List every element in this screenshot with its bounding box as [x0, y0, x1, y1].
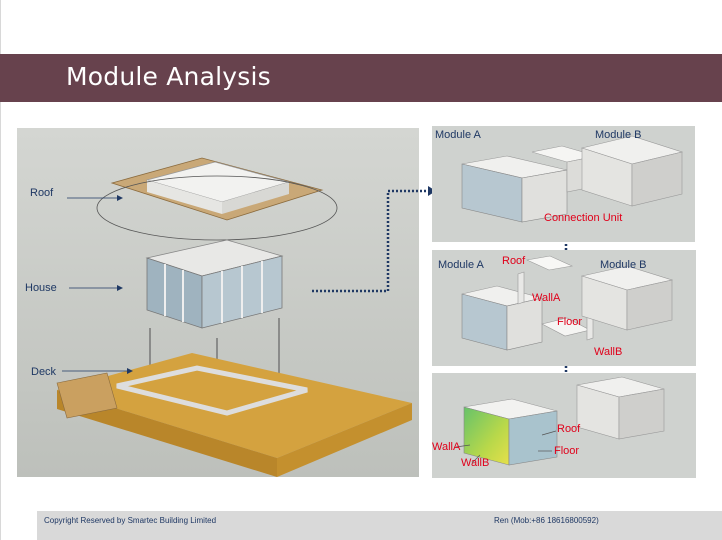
roof-component — [96, 157, 338, 241]
footer: Copyright Reserved by Smartec Building L… — [37, 511, 722, 540]
panel-connection-parts: Module A Module B Roof WallA Floor WallB — [432, 250, 696, 366]
exploded-house-diagram: Roof House Deck — [17, 128, 419, 477]
panel-c-floor-label: Floor — [554, 445, 580, 457]
panel-b-module-b-label: Module B — [600, 259, 647, 271]
panel-a-illustration — [461, 135, 684, 223]
panel-b-wall-a-label: WallA — [532, 292, 561, 304]
panel-a-module-b-label: Module B — [595, 129, 642, 141]
footer-copyright: Copyright Reserved by Smartec Building L… — [44, 516, 217, 525]
panel-c-wall-a-label: WallA — [432, 441, 461, 453]
slide-title: Module Analysis — [66, 62, 271, 91]
panel-b-wall-b-label: WallB — [594, 346, 623, 358]
panel-modules-connection: Module A Module B Connection Unit — [432, 126, 695, 242]
panel-b-illustration — [461, 255, 674, 351]
panel-b-roof-label: Roof — [502, 255, 526, 267]
roof-label: Roof — [30, 187, 54, 199]
exploded-house-illustration — [17, 128, 419, 477]
panel-a-module-a-label: Module A — [435, 129, 481, 141]
house-label: House — [25, 282, 57, 294]
panel-c-illustration — [455, 376, 665, 466]
panel-c-roof-label: Roof — [557, 423, 581, 435]
footer-contact: Ren (Mob:+86 18616800592) — [494, 516, 599, 525]
house-component — [145, 239, 284, 329]
deck-label: Deck — [31, 366, 57, 378]
panel-assembled-modules: WallA WallB Roof Floor — [432, 373, 696, 478]
deck-component — [56, 353, 412, 477]
title-bar: Module Analysis — [0, 54, 722, 102]
connection-unit-label: Connection Unit — [544, 212, 623, 224]
panel-c-wall-b-label: WallB — [461, 457, 490, 469]
panel-b-module-a-label: Module A — [438, 259, 484, 271]
panel-b-floor-label: Floor — [557, 316, 583, 328]
